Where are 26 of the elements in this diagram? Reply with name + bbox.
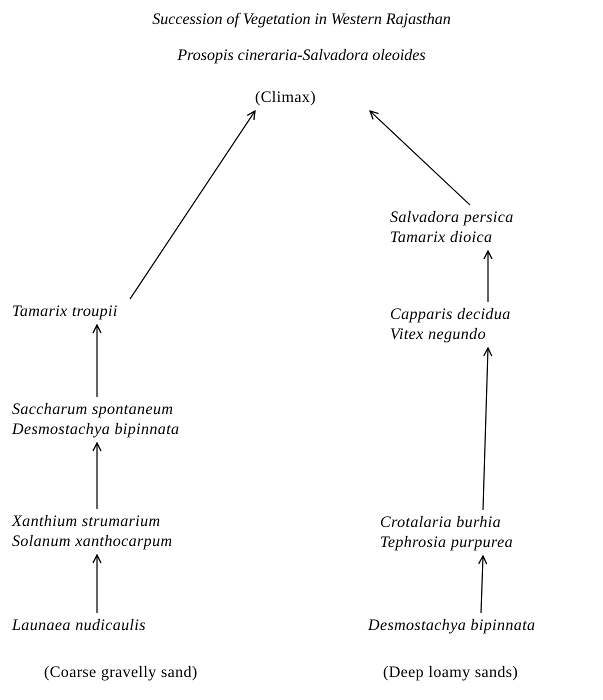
- stage-label: (Climax): [255, 88, 316, 108]
- species-name: Tephrosia purpurea: [380, 533, 513, 553]
- arrow: [92, 324, 102, 397]
- species-name: Desmostachya bipinnata: [368, 616, 536, 636]
- arrow: [92, 442, 102, 509]
- arrow: [478, 555, 488, 614]
- climax-community-label: Prosopis cineraria-Salvadora oleoides: [176, 46, 427, 66]
- species-name: Tamarix troupii: [12, 302, 118, 322]
- soil-type-label: (Deep loamy sands): [383, 663, 518, 683]
- arrow: [130, 110, 256, 300]
- arrow: [92, 554, 102, 613]
- species-name: Launaea nudicaulis: [12, 616, 146, 636]
- soil-type-label: (Coarse gravelly sand): [44, 663, 198, 683]
- arrow: [483, 250, 493, 302]
- species-name: Desmostachya bipinnata: [12, 420, 180, 440]
- species-name: Crotalaria burhia: [380, 513, 502, 533]
- species-name: Solanum xanthocarpum: [12, 532, 172, 552]
- species-name: Vitex negundo: [390, 325, 487, 345]
- species-name: Salvadora persica: [390, 208, 514, 228]
- title: Succession of Vegetation in Western Rajasthan: [151, 10, 452, 30]
- species-name: Tamarix dioica: [390, 228, 494, 248]
- species-name: Saccharum spontaneum: [12, 400, 174, 420]
- species-name: Xanthium strumarium: [12, 512, 162, 532]
- arrow: [369, 110, 470, 206]
- species-name: Capparis decidua: [390, 305, 511, 325]
- arrow: [482, 347, 492, 510]
